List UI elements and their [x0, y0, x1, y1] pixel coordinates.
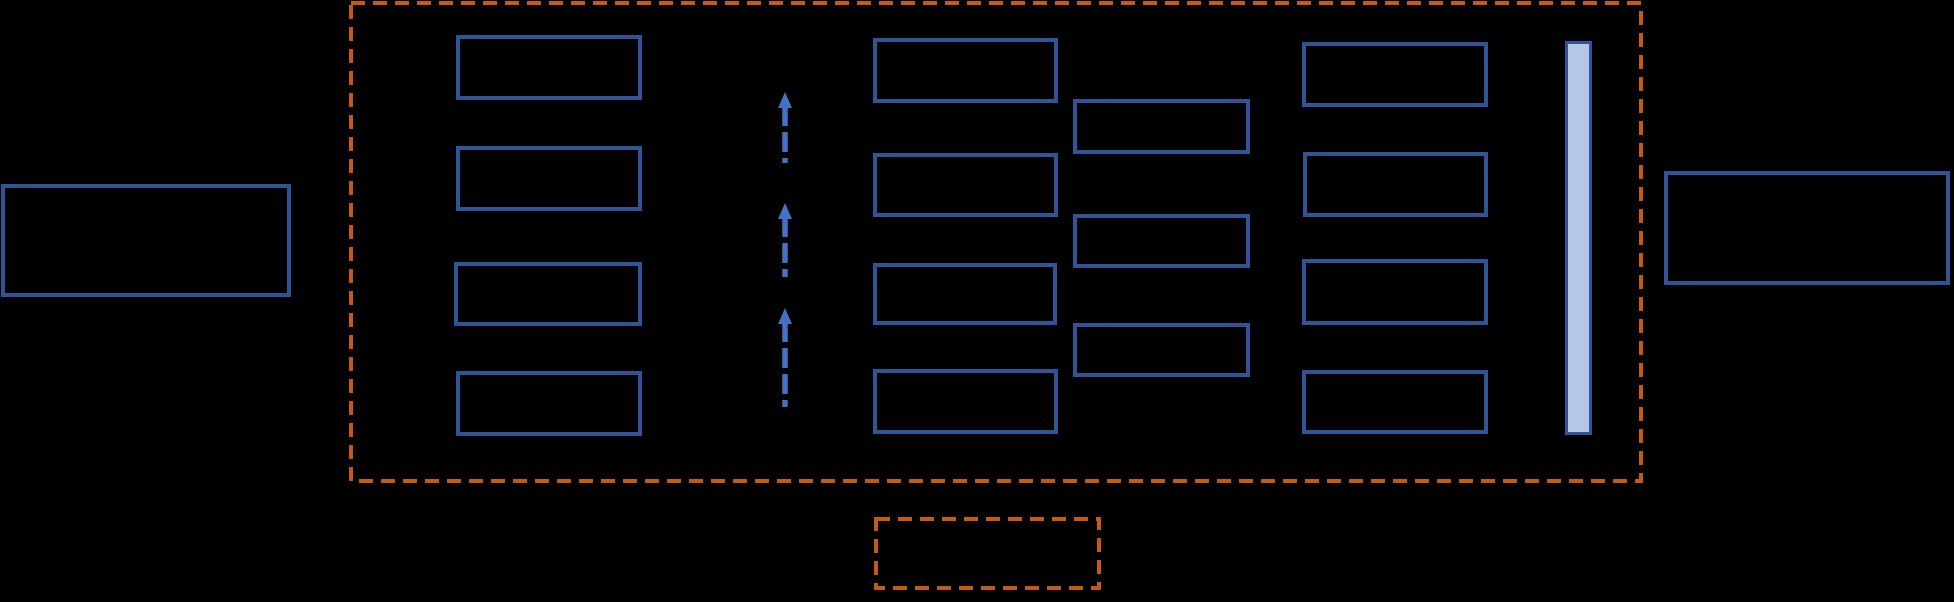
column2-box2	[873, 153, 1058, 217]
column1-box3	[454, 262, 642, 326]
column3-box2	[1073, 214, 1250, 268]
outer-right-box	[1664, 171, 1950, 285]
upward-dashed-arrows	[778, 92, 792, 407]
up-arrow-head-icon	[778, 92, 792, 108]
legend-dashed-rect	[874, 517, 1101, 590]
up-arrow-head-icon	[778, 308, 792, 324]
column4-box4	[1302, 370, 1488, 434]
column2-box4	[873, 369, 1058, 434]
dashed-up-arrow-3	[778, 308, 792, 407]
column4-box1	[1302, 42, 1488, 107]
up-arrow-head-icon	[778, 203, 792, 219]
column3-box1	[1073, 99, 1250, 154]
column2-box1	[873, 38, 1058, 103]
outer-left-box	[1, 184, 291, 297]
vertical-bar	[1565, 41, 1592, 435]
column4-box3	[1302, 259, 1488, 325]
column4-box2	[1303, 152, 1488, 217]
main-dashed-boundary	[349, 1, 1643, 483]
dashed-up-arrow-1	[778, 92, 792, 163]
column1-box2	[456, 146, 642, 211]
main-dashed-boundary-rect	[349, 1, 1643, 483]
column1-box4	[456, 371, 642, 436]
legend-dashed-box	[874, 517, 1101, 590]
column1-box1	[456, 35, 642, 100]
dashed-up-arrow-2	[778, 203, 792, 277]
column3-box3	[1073, 323, 1250, 377]
column2-box3	[873, 263, 1057, 325]
